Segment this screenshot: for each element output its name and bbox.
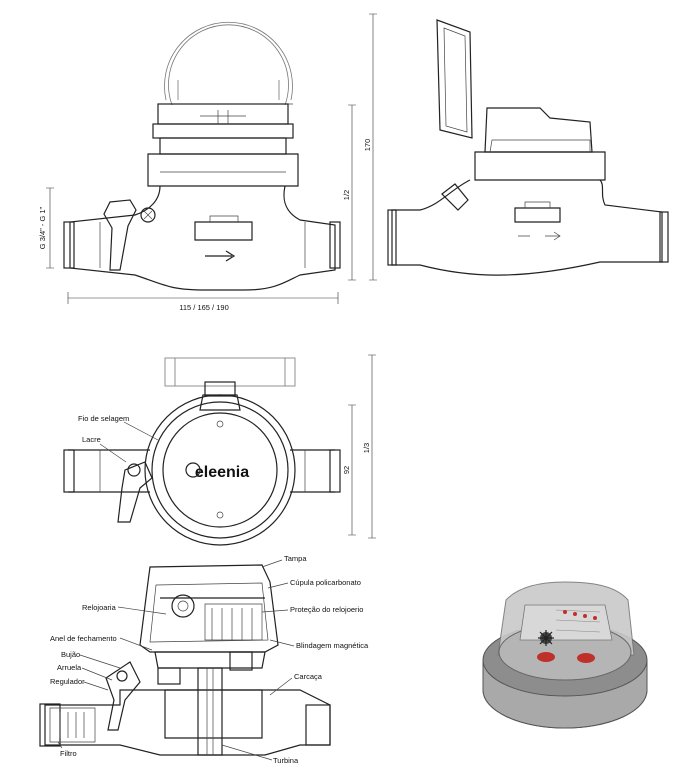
label-register-protection: Proteção do relojoerio: [290, 605, 363, 614]
label-magnetic-shield: Blindagem magnética: [296, 641, 369, 650]
register-housing: [147, 103, 299, 187]
label-cover: Tampa: [284, 554, 307, 563]
width-dimension: 92: [342, 466, 351, 474]
thread-dimension: G 3/4" - G 1": [38, 206, 47, 249]
cross-section-view: Relojoaria Anel de fechamento Bujão Arru…: [39, 554, 369, 765]
top-plan-view: eleenia Fio de selagem Lacre 92 1/3: [63, 354, 376, 546]
width-fraction-dimension: 1/3: [362, 443, 371, 453]
seal-lock: [103, 199, 156, 271]
label-closing-ring: Anel de fechamento: [50, 634, 117, 643]
label-body: Carcaça: [294, 672, 323, 681]
front-elevation-view: G 3/4" - G 1" 1/2 170 115 / 165 / 190: [38, 13, 377, 312]
label-regulator: Regulador: [50, 677, 85, 686]
label-register: Relojoaria: [82, 603, 117, 612]
label-plug: Bujão: [61, 650, 80, 659]
half-height-dimension: 1/2: [342, 190, 351, 200]
total-height-dimension: 170: [363, 139, 372, 152]
label-seal: Lacre: [82, 435, 101, 444]
label-washer: Arruela: [57, 663, 82, 672]
length-dimension: 115 / 165 / 190: [179, 303, 229, 312]
label-seal-wire: Fio de selagem: [78, 414, 129, 423]
register-render-3d: [482, 581, 648, 729]
label-dome: Cúpula policarbonato: [290, 578, 361, 587]
label-turbine: Turbina: [273, 756, 299, 765]
front-dimensions: G 3/4" - G 1" 1/2 170 115 / 165 / 190: [38, 13, 377, 312]
dome-lid-open: [164, 21, 293, 106]
meter-body: [63, 185, 341, 291]
label-filter: Filtro: [60, 749, 77, 758]
open-lid-side-view: [387, 19, 669, 276]
brand-logo-text: eleenia: [195, 464, 249, 481]
